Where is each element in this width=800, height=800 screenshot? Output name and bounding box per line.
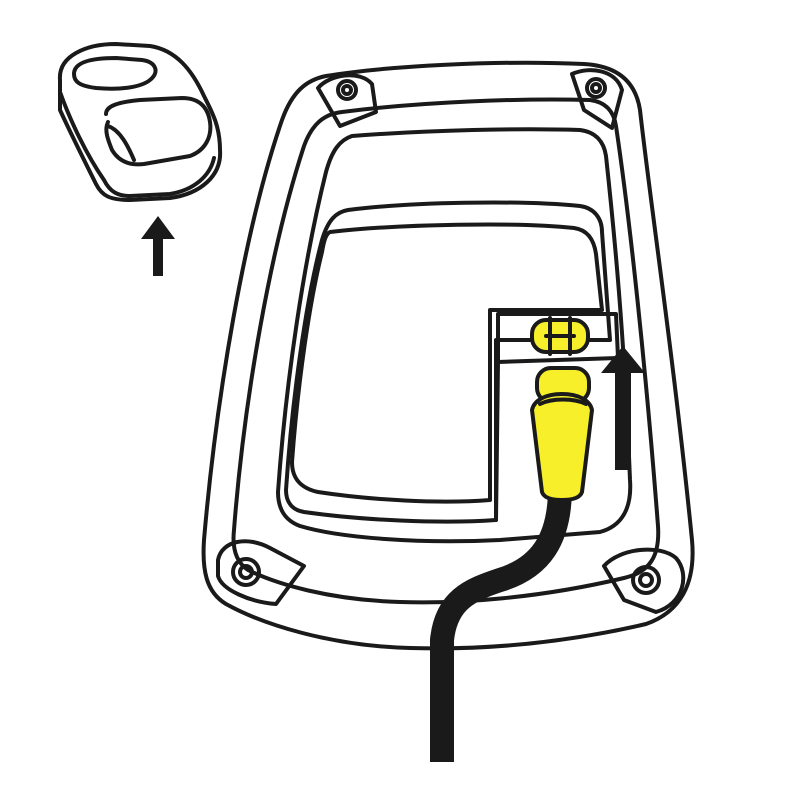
cover-top-recess [72, 56, 158, 91]
plug-insert-arrow [601, 346, 645, 470]
corner-tab-bottom-right [602, 547, 686, 614]
corner-tab-top-right [570, 68, 624, 130]
screw-hole-bottom-right [631, 565, 661, 595]
screw-hole-bottom-right-inner [638, 572, 654, 588]
cover-lift-arrow [141, 216, 175, 276]
screw-hole-bottom-left [231, 557, 261, 587]
housing-outer-shell [201, 60, 695, 651]
screw-hole-icon [570, 68, 624, 130]
screw-hole-icon [216, 539, 306, 606]
plug-connector [530, 366, 594, 502]
cable [430, 487, 572, 762]
screw-hole-top-right-inner [590, 82, 602, 94]
screw-hole-icon [602, 547, 686, 614]
corner-tab-bottom-left [216, 539, 306, 606]
device-housing [201, 60, 695, 651]
screw-hole-top-left-inner [341, 84, 353, 96]
cover-rim [58, 90, 216, 198]
plug-collar [538, 397, 588, 406]
housing-inner-ring [231, 97, 661, 605]
cover-outline [57, 42, 223, 202]
arrow-up-icon [141, 216, 175, 276]
screw-hole-top-right [585, 77, 607, 99]
socket-recess-wall [494, 360, 500, 522]
cavity-outline [284, 200, 612, 524]
screw-hole-bottom-left-inner [238, 564, 254, 580]
plug-body [530, 392, 594, 502]
screw-hole-top-left [336, 79, 358, 101]
recessed-panel-outer [276, 127, 633, 544]
cover-pad-inner [106, 124, 136, 162]
cavity-floor [290, 222, 604, 504]
cover-icon [57, 42, 223, 202]
socket [530, 316, 590, 356]
screw-hole-icon [316, 73, 378, 128]
arrow-up-icon [601, 346, 645, 470]
cover-pad [104, 96, 213, 167]
corner-tab-top-left [316, 73, 378, 128]
